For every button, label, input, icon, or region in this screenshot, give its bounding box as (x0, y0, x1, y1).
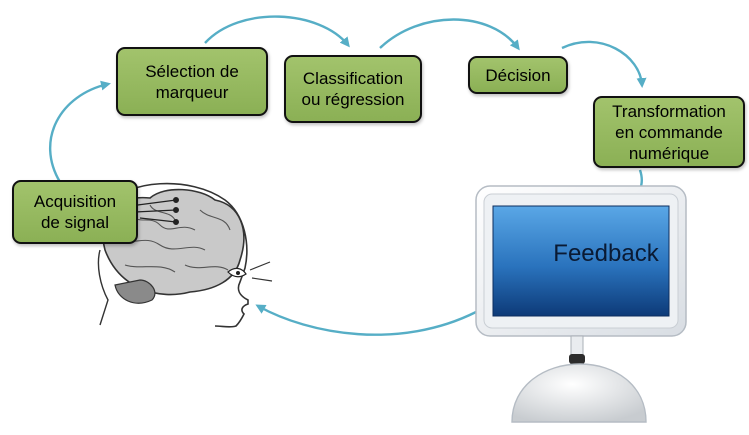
transformation-line-2: en commande (615, 122, 723, 142)
arrow-acquisition-to-selection (49, 80, 111, 183)
acquisition-line-2: de signal (40, 213, 110, 232)
transformation-line-1: Transformation (612, 101, 726, 121)
cerebellum (114, 279, 156, 304)
acquisition-line-1: Acquisition (33, 192, 117, 211)
classification-line-2: ou régression (301, 90, 405, 109)
decision-box: Décision (468, 56, 568, 94)
decision-line-1: Décision (485, 65, 551, 85)
transformation-box: Transformation en commande numérique (593, 96, 745, 168)
feedback-label: Feedback (553, 240, 659, 267)
arrow-decision-to-transformation (561, 40, 647, 88)
selection-box: Sélection de marqueur (116, 47, 268, 116)
monitor-screen (492, 205, 670, 317)
head-outline (109, 182, 249, 328)
classification-box: Classification ou régression (284, 55, 422, 123)
arrow-selection-to-classification (204, 15, 350, 48)
acquisition-box: Acquisition de signal (12, 180, 138, 244)
monitor-base (511, 363, 647, 423)
electrodes (129, 197, 180, 226)
selection-line-1: Sélection de (145, 61, 239, 81)
selection-line-2: marqueur (155, 82, 229, 102)
classification-line-1: Classification (302, 69, 404, 88)
head-illustration (97, 182, 273, 328)
monitor-illustration (475, 185, 687, 423)
arrow-screen-to-eye (255, 304, 477, 336)
arrow-classification-to-decision (379, 18, 520, 51)
transformation-line-3: numérique (628, 143, 710, 163)
